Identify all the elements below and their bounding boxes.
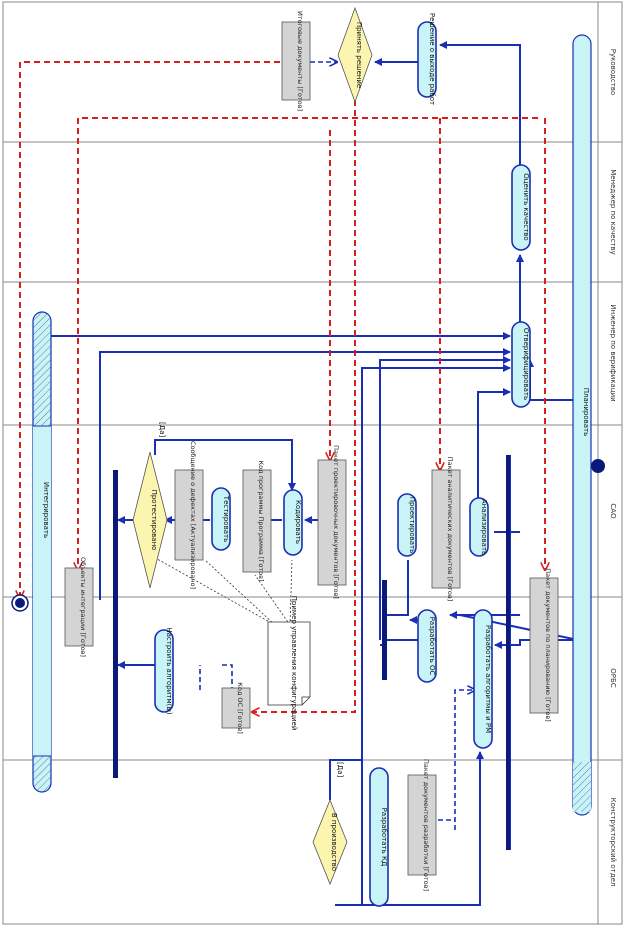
decision-tested[interactable]: Протестировано	[132, 451, 168, 589]
sync-bar-left	[113, 470, 118, 778]
svg-text:Разработать алгоритмы и РМ: Разработать алгоритмы и РМ	[484, 625, 492, 733]
object-dev-docs[interactable]: Пакет документов разработки [Готов]	[407, 759, 437, 891]
note-config-management: Пример управления конфигурацией	[267, 596, 311, 731]
activity-release-decision[interactable]: Решение о выходе работ	[417, 13, 437, 105]
object-code-listing[interactable]: Код программы Программа [Готов]	[242, 460, 272, 582]
note-connectors	[149, 554, 293, 626]
initial-node	[591, 459, 605, 473]
svg-text:Итоговые документы [Готов]: Итоговые документы [Готов]	[296, 11, 304, 111]
svg-text:Пример управления конфигурацие: Пример управления конфигурацией	[290, 596, 298, 731]
decision-in-production[interactable]: В производство	[312, 798, 348, 886]
object-flows	[20, 61, 545, 712]
svg-text:Пакет документов по планирован: Пакет документов по планированию [Готов]	[544, 568, 552, 721]
integration-label: Интегрировать	[42, 482, 50, 538]
activity-develop-algorithms[interactable]: Разработать алгоритмы и РМ	[473, 609, 493, 749]
planning-bar[interactable]: Планировать	[572, 34, 592, 816]
activity-configure[interactable]: Настроить алгоритм(ы)	[154, 627, 174, 715]
svg-text:Решение о выходе работ: Решение о выходе работ	[428, 13, 436, 105]
activity-test[interactable]: Тестировать	[211, 487, 231, 551]
svg-text:Отверифицировать: Отверифицировать	[522, 328, 530, 400]
svg-text:Разработать КД: Разработать КД	[380, 808, 388, 867]
integration-bar[interactable]: Интегрировать	[32, 311, 52, 793]
final-node	[11, 594, 29, 612]
svg-text:Протестировано: Протестировано	[150, 490, 158, 551]
svg-text:Пакет проектировочных документ: Пакет проектировочных документов [Готов]	[332, 445, 340, 599]
decision-accept[interactable]: Принять решение	[337, 6, 373, 104]
svg-text:Пакет документов разработки [Г: Пакет документов разработки [Готов]	[422, 759, 430, 891]
lane-label-orbs: ОРБС	[609, 668, 617, 688]
dependency-flows	[199, 62, 475, 830]
activity-verify[interactable]: Отверифицировать	[511, 321, 531, 408]
lane-label-management: Руководство	[609, 49, 617, 95]
activity-quality-check[interactable]: Оценить качество	[511, 164, 531, 251]
object-planning-docs[interactable]: Пакет документов по планированию [Готов]	[529, 568, 559, 722]
activity-analyze[interactable]: Анализировать	[469, 497, 489, 557]
activity-develop-kd[interactable]: Разработать КД	[369, 767, 389, 907]
object-code-os[interactable]: Код ОС [Готов]	[221, 682, 251, 734]
svg-text:Анализировать: Анализировать	[480, 499, 488, 555]
lane-label-quality: Менеджер по качеству	[609, 169, 617, 255]
svg-text:Проектировать: Проектировать	[408, 497, 416, 554]
svg-text:Принять решение: Принять решение	[355, 22, 363, 88]
planning-label: Планировать	[582, 388, 590, 437]
activity-design[interactable]: Проектировать	[397, 493, 417, 557]
svg-text:Разработать ОС: Разработать ОС	[428, 617, 436, 676]
guard-yes-top: [Да]	[158, 422, 166, 437]
guard-yes-bottom: [Да]	[336, 762, 344, 777]
activity-develop-os[interactable]: Разработать ОС	[417, 609, 437, 683]
lane-label-verification: Инженер по верификации	[609, 304, 617, 401]
sync-bar-mid	[382, 580, 387, 680]
object-analysis-docs[interactable]: Пакет аналитических документов [Готов]	[431, 457, 461, 601]
svg-text:Код программы Программа [Готов: Код программы Программа [Готов]	[257, 460, 265, 581]
object-design-docs[interactable]: Пакет проектировочных документов [Готов]	[317, 445, 347, 599]
svg-text:В производство: В производство	[330, 813, 338, 871]
svg-text:Объекты интеграции [Готов]: Объекты интеграции [Готов]	[79, 557, 87, 657]
svg-text:Кодировать: Кодировать	[294, 500, 302, 544]
svg-text:Сообщение о дефектах [Актуализ: Сообщение о дефектах [Актуализировано]	[189, 441, 197, 589]
object-final-docs[interactable]: Итоговые документы [Готов]	[281, 11, 311, 111]
object-defect-report[interactable]: Сообщение о дефектах [Актуализировано]	[174, 441, 204, 589]
sync-bar-right	[506, 455, 510, 850]
activity-code[interactable]: Кодировать	[283, 489, 303, 556]
svg-text:Пакет аналитических документов: Пакет аналитических документов [Готов]	[446, 457, 454, 601]
object-integration[interactable]: Объекты интеграции [Готов]	[64, 557, 94, 657]
svg-text:Тестировать: Тестировать	[222, 495, 230, 542]
svg-text:Оценить качество: Оценить качество	[522, 173, 530, 240]
lane-label-sao: САО	[609, 503, 617, 519]
svg-text:Настроить алгоритм(ы): Настроить алгоритм(ы)	[165, 627, 173, 715]
lane-label-design-dept: Конструкторский отдел	[609, 798, 617, 887]
svg-text:Код ОС [Готов]: Код ОС [Готов]	[236, 682, 244, 733]
